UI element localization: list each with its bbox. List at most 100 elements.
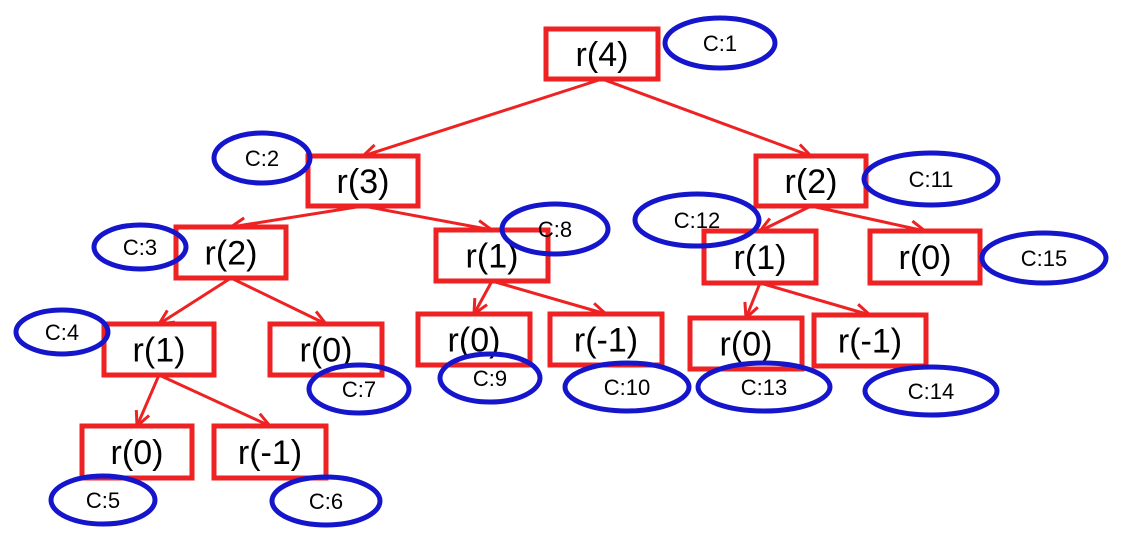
call-counter: C:14: [862, 364, 1000, 418]
counter-ellipse: [861, 150, 1001, 208]
node-box: [305, 153, 421, 209]
counter-label: C:6: [309, 489, 343, 514]
node-label: r(0): [300, 332, 353, 370]
tree-node: r(0): [687, 315, 805, 372]
call-counter: C:4: [13, 307, 111, 357]
tree-node: r(0): [79, 423, 195, 481]
node-box: [811, 312, 929, 369]
node-box: [101, 321, 217, 378]
edge-line: [135, 374, 161, 427]
node-box: [701, 228, 819, 286]
node-label: r(-1): [238, 434, 302, 472]
tree-node: r(3): [305, 153, 421, 209]
counter-label: C:8: [538, 217, 572, 242]
tree-node: r(1): [701, 228, 819, 286]
call-counter: C:15: [979, 230, 1109, 286]
tree-node: r(4): [543, 26, 661, 82]
tree-node: r(2): [753, 153, 869, 209]
edge-line: [759, 204, 812, 233]
edge-arrow: [491, 279, 610, 319]
edge-arrow: [158, 373, 274, 428]
node-box: [867, 228, 983, 286]
tree-node: r(0): [867, 228, 983, 286]
edge-arrow: [759, 281, 874, 320]
counter-ellipse: [269, 474, 383, 528]
call-counter: C:5: [48, 473, 158, 527]
edge-line: [230, 204, 364, 229]
counter-label: C:2: [245, 146, 279, 171]
tree-node: r(0): [415, 311, 533, 368]
edge-line: [759, 281, 871, 317]
tree-node: r(-1): [211, 423, 329, 481]
edge-line: [158, 373, 271, 428]
counter-label: C:4: [45, 320, 79, 345]
counter-ellipse: [48, 473, 158, 527]
counter-ellipse: [695, 360, 833, 414]
edge-line: [491, 279, 607, 316]
tree-node: r(1): [101, 321, 217, 378]
tree-node: r(-1): [811, 312, 929, 369]
counter-label: C:11: [909, 167, 954, 192]
edge-line: [810, 204, 926, 233]
counter-label: C:14: [908, 379, 954, 404]
counter-label: C:13: [741, 375, 787, 400]
counter-ellipse: [562, 360, 692, 414]
node-box: [79, 423, 195, 481]
node-label: r(0): [111, 434, 164, 472]
counter-ellipse: [91, 222, 189, 272]
call-counter: C:11: [861, 150, 1001, 208]
call-counter: C:3: [91, 222, 189, 272]
counter-ellipse: [211, 130, 313, 186]
call-counter: C:8: [499, 201, 611, 257]
edge-line: [362, 204, 493, 232]
counter-label: C:3: [123, 235, 157, 260]
counter-label: C:1: [703, 31, 737, 56]
counter-ellipse: [862, 364, 1000, 418]
edge-arrow: [230, 276, 330, 326]
tree-node: r(-1): [547, 311, 665, 368]
node-label: r(1): [734, 239, 787, 277]
tree-node: r(2): [173, 224, 289, 281]
edge-arrow: [156, 276, 232, 326]
counter-ellipse: [499, 201, 611, 257]
node-label: r(0): [899, 239, 952, 277]
node-box: [753, 153, 869, 209]
counter-ellipse: [979, 230, 1109, 286]
counter-ellipse: [662, 15, 778, 71]
node-label: r(-1): [838, 323, 902, 361]
call-counter: C:2: [211, 130, 313, 186]
edge-arrow: [756, 204, 812, 233]
nodes-layer: r(4) r(3) r(2) r(1) r(0) r(-1) r(0) r(1) r(0) r(-…: [79, 26, 983, 481]
node-box: [173, 224, 289, 281]
edge-arrow: [743, 282, 762, 322]
node-label: r(4): [576, 36, 629, 74]
call-counter: C:1: [662, 15, 778, 71]
node-box: [415, 311, 533, 368]
edge-arrow: [359, 77, 603, 160]
counter-label: C:10: [604, 375, 650, 400]
node-box: [543, 26, 661, 82]
node-box: [211, 423, 329, 481]
edge-line: [230, 276, 327, 326]
call-counter: C:10: [562, 360, 692, 414]
node-label: r(2): [205, 235, 258, 273]
call-counter: C:13: [695, 360, 833, 414]
counter-ellipse: [306, 362, 412, 416]
node-label: r(-1): [574, 322, 638, 360]
edge-line: [362, 77, 603, 158]
edge-line: [472, 280, 494, 315]
edge-arrow: [472, 280, 494, 318]
counter-ellipse: [437, 351, 543, 405]
counter-label: C:15: [1021, 246, 1067, 271]
counter-label: C:7: [342, 377, 376, 402]
edge-arrow: [134, 374, 161, 430]
counter-label: C:12: [674, 208, 720, 233]
call-counter: C:7: [306, 362, 412, 416]
node-label: r(0): [720, 326, 773, 364]
call-counter: C:6: [269, 474, 383, 528]
counter-ellipse: [632, 191, 762, 249]
counter-label: C:5: [86, 488, 120, 513]
